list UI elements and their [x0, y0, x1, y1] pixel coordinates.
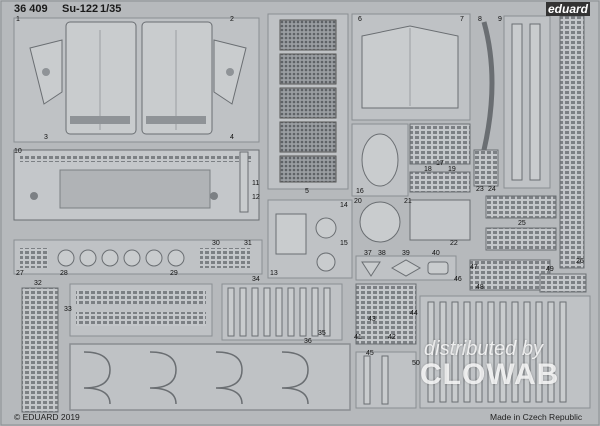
part-number: 26 [576, 258, 584, 265]
part-number: 12 [252, 194, 260, 201]
part-number: 21 [404, 198, 412, 205]
part-21-22 [359, 199, 471, 243]
part-number: 16 [356, 188, 364, 195]
part-27-31 [13, 239, 263, 275]
part-number: 35 [318, 330, 326, 337]
part-number: 36 [304, 338, 312, 345]
part-26 [559, 15, 585, 269]
part-number: 32 [34, 280, 42, 287]
part-number: 11 [252, 180, 260, 187]
part-number: 49 [546, 266, 554, 273]
part-number: 6 [358, 16, 362, 23]
part-34-35 [221, 283, 343, 341]
part-number: 19 [448, 166, 456, 173]
part-number: 34 [252, 276, 260, 283]
part-number: 15 [340, 240, 348, 247]
part-number: 31 [244, 240, 252, 247]
part-number: 25 [518, 220, 526, 227]
part-number: 46 [454, 276, 462, 283]
part-number: 10 [14, 148, 22, 155]
part-11-12 [239, 151, 249, 213]
part-number: 9 [498, 16, 502, 23]
country-of-origin: Made in Czech Republic [490, 412, 583, 422]
set-number: 36 409 [14, 3, 48, 15]
part-number: 43 [368, 316, 376, 323]
part-number: 20 [354, 198, 362, 205]
part-number: 17 [436, 160, 444, 167]
part-16 [351, 123, 409, 197]
part-6-7 [351, 13, 471, 121]
part-number: 2 [230, 16, 234, 23]
part-23-24 [473, 149, 499, 187]
part-number: 29 [170, 270, 178, 277]
part-number: 37 [364, 250, 372, 257]
part-number: 44 [410, 310, 418, 317]
part-number: 39 [402, 250, 410, 257]
watermark-line2: CLOWAB [420, 358, 560, 391]
part-number: 33 [64, 306, 72, 313]
part-17 [409, 123, 471, 165]
copyright: © EDUARD 2019 [14, 412, 80, 422]
part-9 [503, 15, 551, 189]
model-name: Su-122 [62, 3, 99, 15]
part-number: 23 [476, 186, 484, 193]
part-group-1-4 [13, 17, 260, 143]
part-33 [69, 283, 213, 337]
scale-label: 1/35 [100, 3, 122, 15]
part-13-15 [267, 199, 353, 279]
part-number: 41 [354, 334, 362, 341]
brand-logo: eduard [546, 2, 591, 16]
part-number: 48 [476, 284, 484, 291]
part-number: 27 [16, 270, 24, 277]
part-25 [485, 195, 557, 251]
part-number: 38 [378, 250, 386, 257]
part-number: 8 [478, 16, 482, 23]
part-number: 7 [460, 16, 464, 23]
part-number: 47 [470, 264, 478, 271]
part-5-mesh [267, 13, 349, 190]
part-32 [21, 287, 59, 413]
part-number: 24 [488, 186, 496, 193]
part-number: 42 [388, 334, 396, 341]
part-number: 22 [450, 240, 458, 247]
part-number: 45 [366, 350, 374, 357]
part-36 [69, 343, 351, 411]
part-number: 1 [16, 16, 20, 23]
part-10 [13, 149, 260, 221]
part-37-40 [355, 255, 457, 281]
part-number: 18 [424, 166, 432, 173]
part-number: 14 [340, 202, 348, 209]
part-46-50 [419, 259, 591, 409]
part-number: 13 [270, 270, 278, 277]
part-8 [481, 21, 495, 151]
part-number: 50 [412, 360, 420, 367]
part-number: 30 [212, 240, 220, 247]
part-41-45 [355, 283, 417, 409]
part-number: 3 [44, 134, 48, 141]
watermark-line1: distributed by [424, 338, 543, 360]
part-number: 5 [305, 188, 309, 195]
part-number: 4 [230, 134, 234, 141]
part-18-19 [409, 171, 471, 193]
part-number: 40 [432, 250, 440, 257]
part-number: 28 [60, 270, 68, 277]
